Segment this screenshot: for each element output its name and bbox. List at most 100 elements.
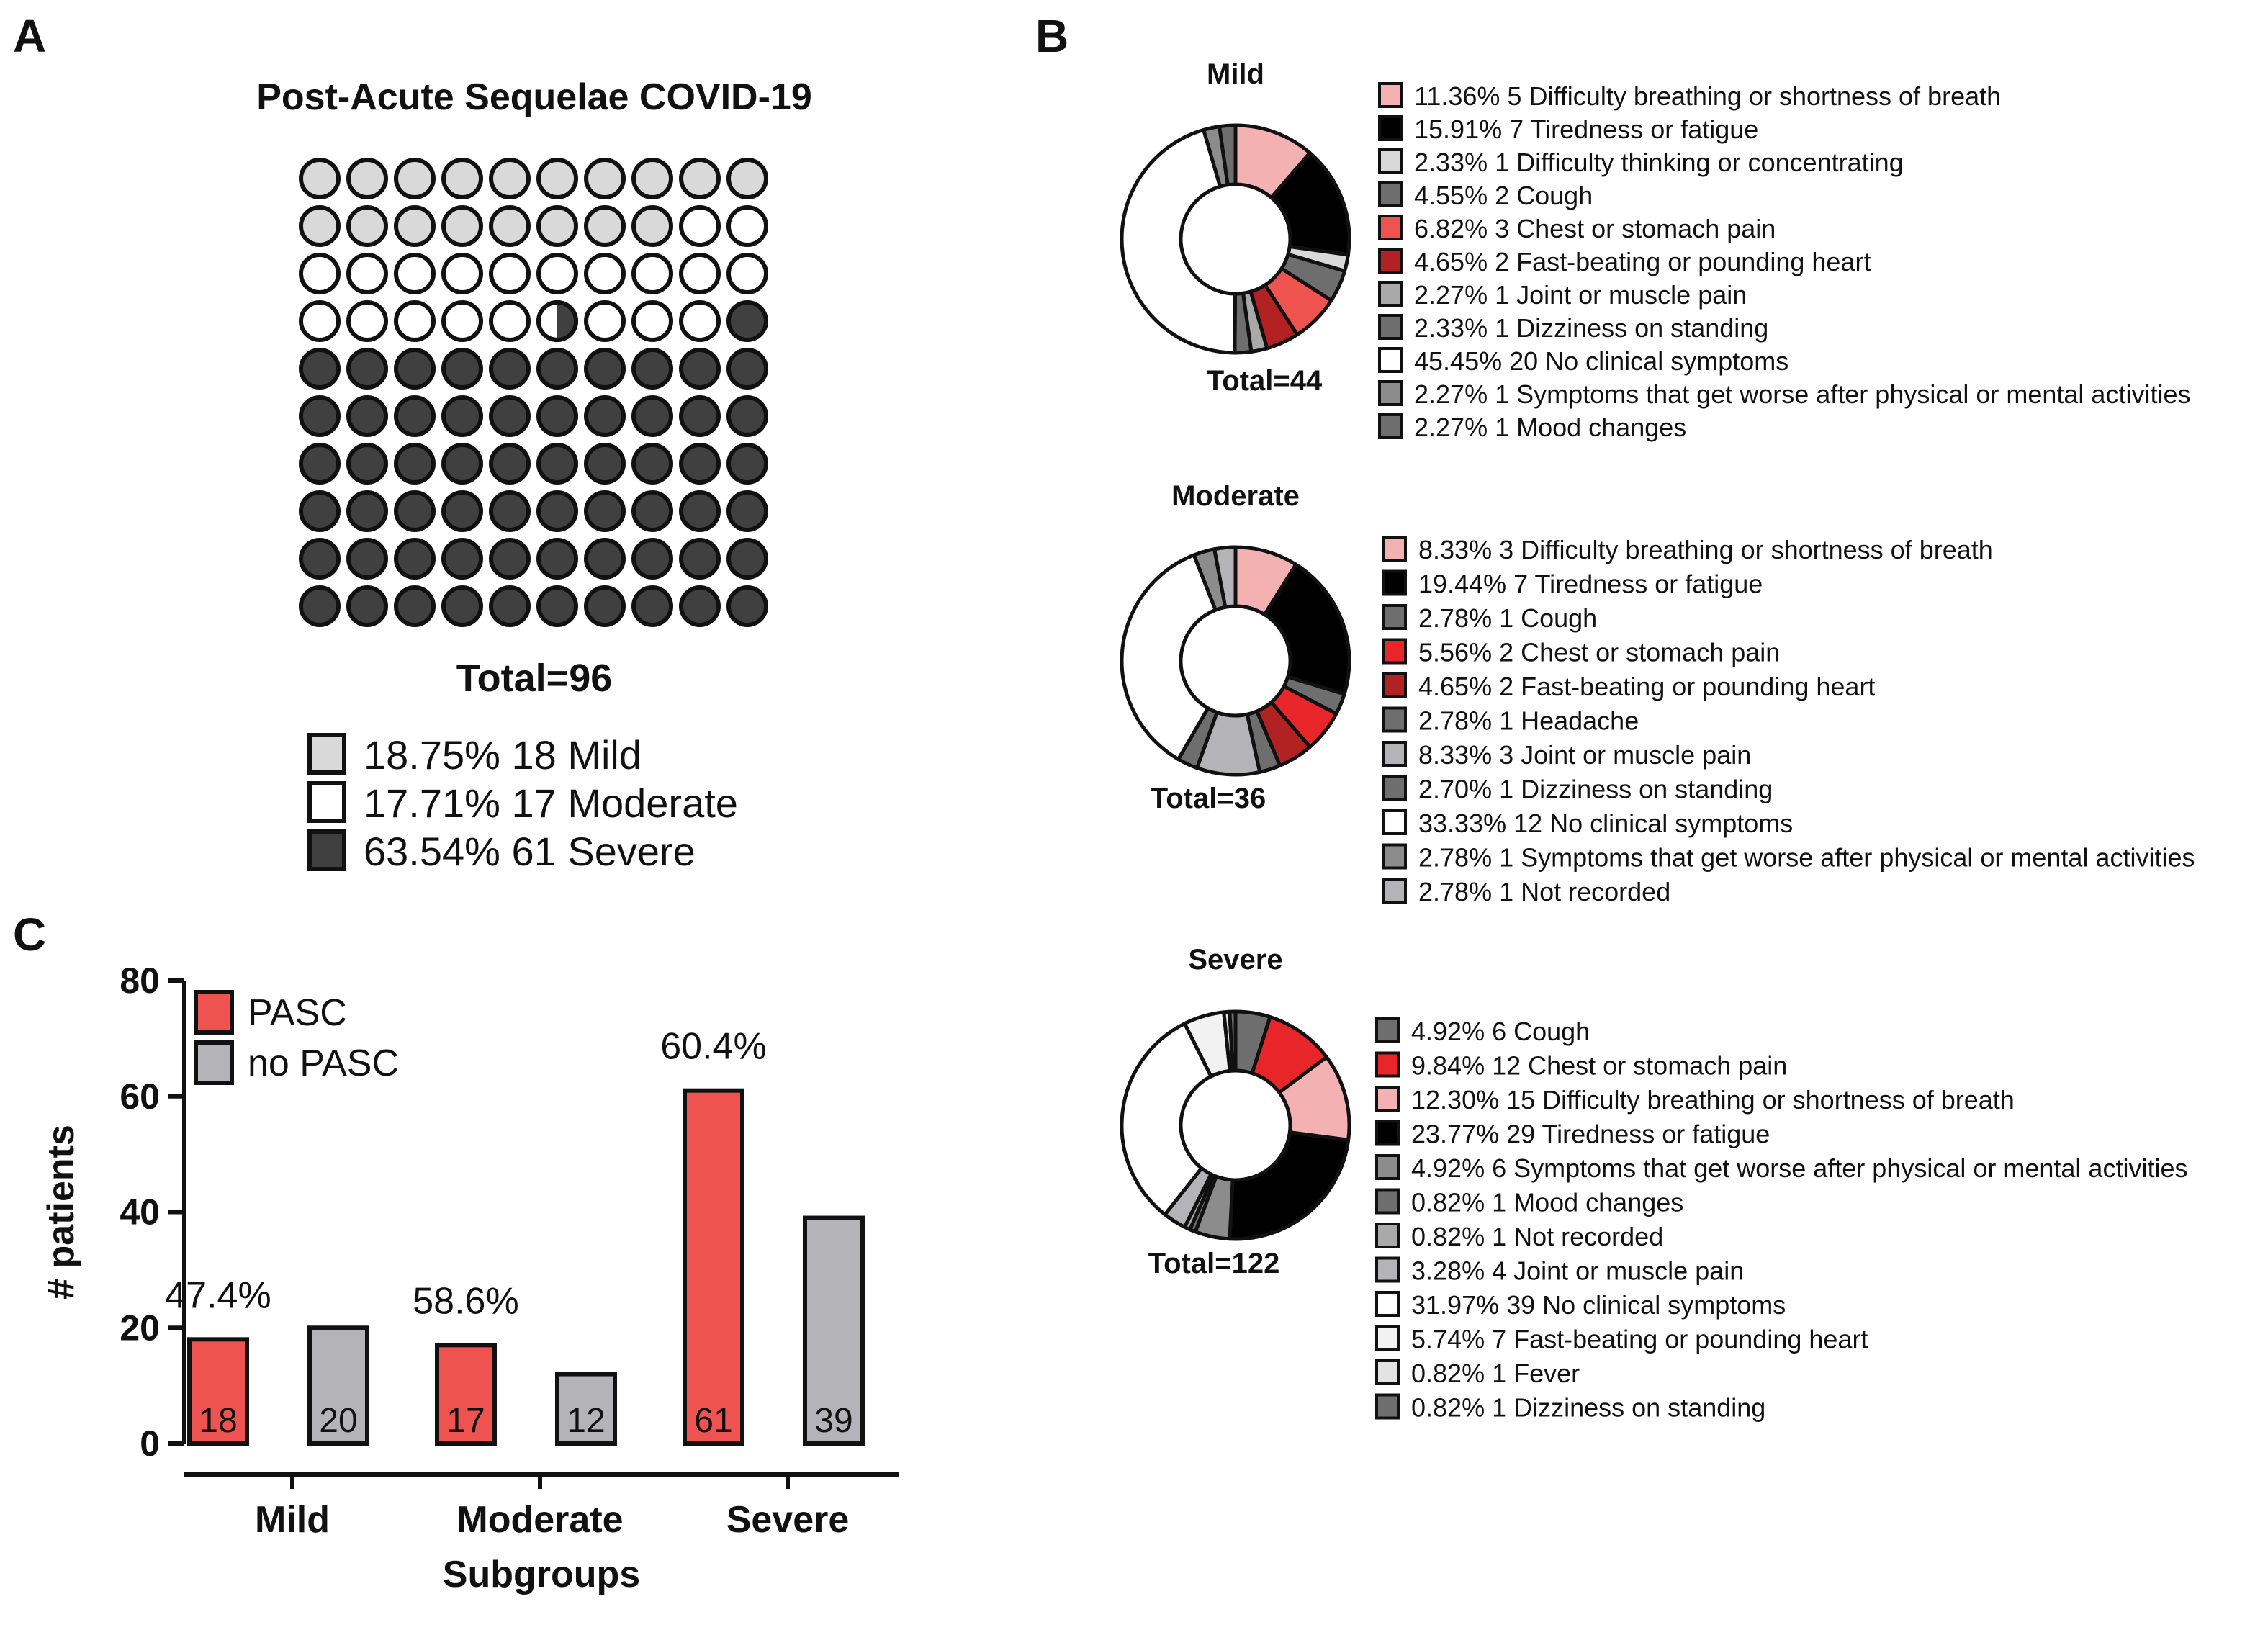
waffle-dot-mild (441, 205, 483, 247)
donut-legend-label: 2.78% 1 Symptoms that get worse after ph… (1418, 843, 2195, 873)
donut-legend-label: 6.82% 3 Chest or stomach pain (1414, 214, 1776, 243)
waffle-dot-severe (536, 348, 578, 390)
donut-legend-swatch (1378, 148, 1403, 174)
waffle-dot-mild (394, 158, 436, 199)
waffle-dot-severe (679, 348, 721, 390)
donut-total-moderate: Total=36 (1151, 783, 1266, 814)
waffle-dot-severe (441, 538, 483, 580)
donut-legend-swatch (1378, 248, 1403, 274)
donut-slice (1120, 553, 1218, 762)
donut-legend-swatch (1382, 672, 1407, 698)
donut-legend-label: 45.45% 20 No clinical symptoms (1414, 346, 1788, 376)
donut-legend-swatch (1382, 706, 1407, 733)
waffle-dot-severe (441, 443, 483, 485)
donut-legend-label: 2.78% 1 Headache (1418, 706, 1639, 736)
waffle-dot-severe (631, 490, 673, 532)
waffle-dot-moderate (346, 300, 388, 342)
donut-legend-label: 2.33% 1 Dizziness on standing (1414, 313, 1768, 343)
donut-legend-label: 11.36% 5 Difficulty breathing or shortne… (1414, 81, 2001, 111)
y-tick-label: 20 (120, 1307, 160, 1348)
waffle-dot-severe (726, 300, 768, 342)
waffle-dot-severe (679, 538, 721, 580)
waffle-dot-severe (394, 538, 436, 580)
donut-legend-label: 2.78% 1 Cough (1418, 603, 1597, 633)
donut-legend-swatch (1378, 82, 1403, 108)
waffle-dot-moderate (631, 253, 673, 294)
waffle-dot-moderate (489, 253, 531, 294)
x-tick-label: Mild (255, 1499, 330, 1541)
donut-slice (1218, 123, 1238, 187)
waffle-dot-severe (441, 348, 483, 390)
waffle-dot-severe (584, 538, 626, 580)
waffle-grid (299, 158, 768, 627)
waffle-dot-severe (584, 348, 626, 390)
waffle-dot-moderate (584, 253, 626, 294)
waffle-dot-mild (394, 205, 436, 247)
donut-title-moderate: Moderate (1171, 480, 1300, 512)
x-tick-label: Severe (726, 1499, 850, 1541)
waffle-dot-severe (631, 585, 673, 627)
donut-legend-label: 3.28% 4 Joint or muscle pain (1411, 1256, 1744, 1286)
waffle-dot-mild (489, 205, 531, 247)
waffle-dot-mild (299, 158, 341, 199)
waffle-dot-severe (394, 585, 436, 627)
waffle-dot-severe (536, 490, 578, 532)
waffle-dot-severe (394, 490, 436, 532)
waffle-dot-severe (489, 348, 531, 390)
waffle-dot-severe (299, 538, 341, 580)
waffle-dot-severe (299, 490, 341, 532)
waffle-dot-severe (489, 538, 531, 580)
waffle-dot-moderate (489, 300, 531, 342)
donut-legend-label: 9.84% 12 Chest or stomach pain (1411, 1051, 1787, 1081)
donut-legend-label: 0.82% 1 Fever (1411, 1359, 1580, 1388)
bar-value-label: 12 (567, 1402, 605, 1440)
donut-legend-swatch (1375, 1086, 1400, 1112)
waffle-dot-severe (299, 443, 341, 485)
waffle-dot-moderate (394, 300, 436, 342)
donut-slice (1120, 127, 1237, 355)
donut-legend-swatch (1375, 1325, 1400, 1351)
waffle-dot-severe (346, 443, 388, 485)
waffle-dot-mild (536, 205, 578, 247)
panel-label-b: B (1035, 10, 1068, 62)
bar-percent-annotation: 47.4% (165, 1274, 271, 1316)
waffle-dot-mild (441, 158, 483, 199)
waffle-dot-severe (726, 585, 768, 627)
waffle-dot-mild (536, 158, 578, 199)
waffle-dot-severe (346, 348, 388, 390)
donut-legend-swatch (1378, 347, 1403, 373)
waffle-dot-moderate (536, 253, 578, 294)
waffle-dot-moderate (679, 253, 721, 294)
donut-legend-label: 8.33% 3 Joint or muscle pain (1418, 740, 1751, 770)
waffle-dot-severe (394, 395, 436, 437)
waffle-dot-severe (489, 585, 531, 627)
waffle-dot-severe (441, 395, 483, 437)
donut-legend-swatch (1375, 1188, 1400, 1215)
waffle-dot-moderate (679, 205, 721, 247)
donut-legend-swatch (1378, 380, 1403, 406)
donut-legend-swatch (1382, 878, 1407, 904)
donut-total-severe: Total=122 (1148, 1248, 1280, 1279)
donut-legend-swatch (1375, 1017, 1400, 1043)
donut-legend-label: 0.82% 1 Dizziness on standing (1411, 1393, 1765, 1423)
waffle-dot-mild (299, 205, 341, 247)
waffle-legend-swatch-moderate (307, 781, 346, 823)
waffle-dot-mild (584, 205, 626, 247)
panel-label-a: A (13, 10, 46, 62)
donut-legend-swatch (1382, 843, 1407, 870)
waffle-dot-moderate (346, 253, 388, 294)
bar-legend-swatch (194, 1040, 234, 1085)
waffle-dot-moderate (726, 253, 768, 294)
waffle-dot-mild (631, 158, 673, 199)
donut-slice (1212, 545, 1238, 609)
donut-legend-label: 12.30% 15 Difficulty breathing or shortn… (1411, 1085, 2015, 1115)
donut-chart-mild: Mild Total=44 11.36% 5 Difficulty breath… (1120, 58, 2190, 442)
waffle-dot-severe (346, 585, 388, 627)
waffle-dot-moderate (441, 300, 483, 342)
y-tick-label: 80 (120, 960, 160, 1001)
donut-legend-label: 31.97% 39 No clinical symptoms (1411, 1290, 1786, 1320)
donut-legend-label: 19.44% 7 Tiredness or fatigue (1418, 569, 1763, 599)
